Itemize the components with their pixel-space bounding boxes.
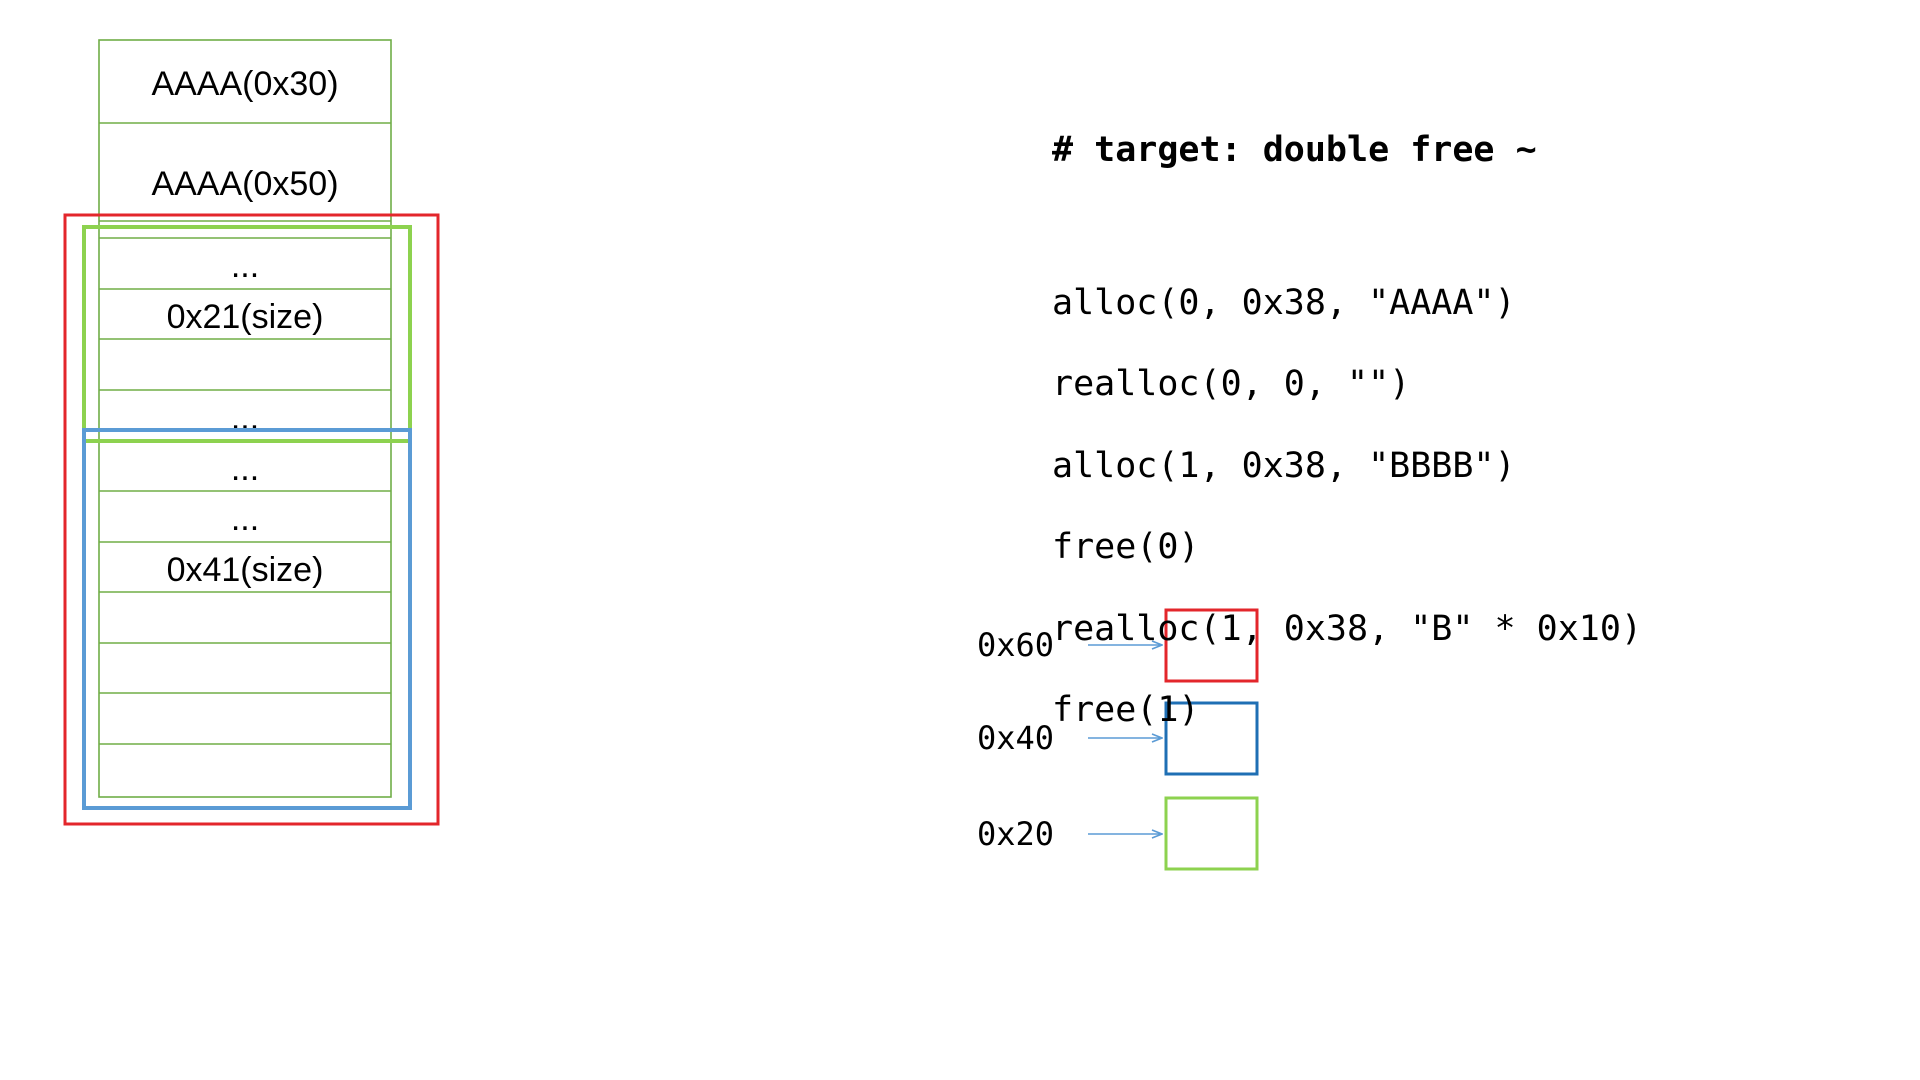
bin-size-label: 0x60 xyxy=(977,626,1054,664)
bin-size-label: 0x40 xyxy=(977,719,1054,757)
bin-size-label: 0x20 xyxy=(977,815,1054,853)
heap-border xyxy=(98,39,392,798)
bin-box xyxy=(1164,608,1259,683)
heap-column: AAAA(0x30) AAAA(0x50) ... 0x21(size) ...… xyxy=(98,39,392,798)
code-line: alloc(1, 0x38, "BBBB") xyxy=(1052,445,1516,486)
bin-row-0x60: 0x60 xyxy=(977,608,1259,683)
code-snippet: # target: double free ~ alloc(0, 0x38, "… xyxy=(1052,90,1642,789)
heap-cell-label: 0x41(size) xyxy=(167,551,324,589)
bin-row-0x40: 0x40 xyxy=(977,701,1259,776)
code-title: # target: double free ~ xyxy=(1052,130,1537,170)
heap-cell-label: ... xyxy=(231,500,259,538)
heap-cell-label: AAAA(0x50) xyxy=(151,165,338,203)
red-chunk-outline xyxy=(63,213,440,826)
bin-box xyxy=(1164,701,1259,776)
heap-cell-label: 0x21(size) xyxy=(167,298,324,336)
code-line: alloc(0, 0x38, "AAAA") xyxy=(1052,283,1516,323)
green-chunk-outline xyxy=(82,225,412,443)
blue-chunk-outline xyxy=(82,428,412,810)
bin-box xyxy=(1164,796,1259,871)
code-line: realloc(1, 0x38, "B" * 0x10) xyxy=(1052,608,1643,649)
code-line: free(0) xyxy=(1052,527,1200,568)
code-line: realloc(0, 0, "") xyxy=(1052,364,1411,405)
bin-row-0x20: 0x20 xyxy=(977,796,1259,871)
heap-cell-label: ... xyxy=(231,450,259,488)
code-line: free(1) xyxy=(1052,690,1200,731)
heap-cell-label: AAAA(0x30) xyxy=(151,65,338,103)
heap-cell-label: ... xyxy=(231,247,259,285)
